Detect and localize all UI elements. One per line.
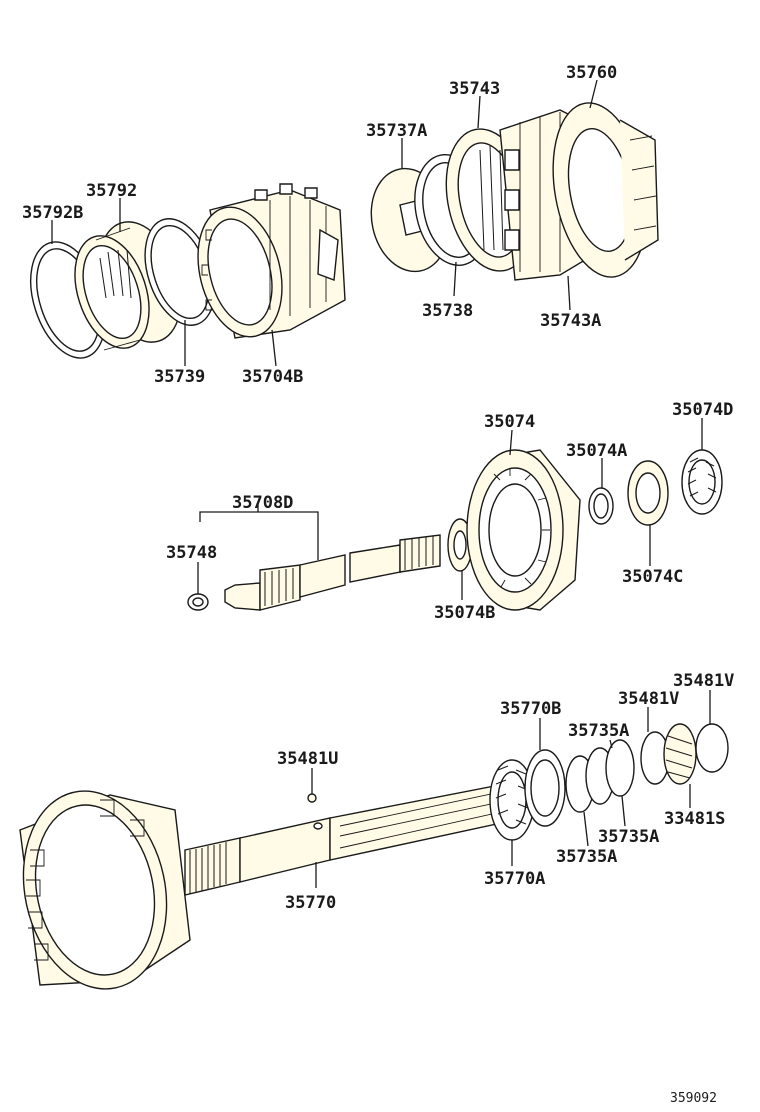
- label-35748: 35748: [166, 543, 217, 563]
- label-35735A-mid: 35735A: [598, 827, 659, 847]
- label-35704B: 35704B: [242, 367, 303, 387]
- label-35792: 35792: [86, 181, 137, 201]
- thrust-washer-35074B: [447, 518, 473, 572]
- label-35481U: 35481U: [277, 749, 338, 769]
- diagram-number: 359092: [670, 1091, 717, 1106]
- label-35770: 35770: [285, 893, 336, 913]
- label-35074A: 35074A: [566, 441, 627, 461]
- label-35770A: 35770A: [484, 869, 545, 889]
- ring-35739: [144, 218, 216, 326]
- shaft-35770: [184, 781, 516, 896]
- thrust-bearing-35074D: [681, 449, 723, 515]
- output-drum-35770: [19, 790, 191, 990]
- leader-lines: [51, 79, 711, 888]
- shaft-35708D: [224, 534, 441, 611]
- label-35481V-top: 35481V: [673, 671, 734, 691]
- washer-35748: [187, 593, 209, 611]
- label-35760: 35760: [566, 63, 617, 83]
- gear-drum-35760: [552, 102, 659, 278]
- label-35074: 35074: [484, 412, 535, 432]
- thrust-bearing-35770A: [489, 759, 535, 841]
- washer-35770B: [524, 749, 566, 827]
- label-35708D: 35708D: [232, 493, 293, 513]
- label-35738: 35738: [422, 301, 473, 321]
- label-35743: 35743: [449, 79, 500, 99]
- rings-35735A: [565, 739, 635, 813]
- washer-35074C: [627, 460, 669, 526]
- label-35735A-low: 35735A: [556, 847, 617, 867]
- clutch-hub-35792: [74, 221, 182, 351]
- label-35074B: 35074B: [434, 603, 495, 623]
- label-35735A-top: 35735A: [568, 721, 629, 741]
- label-33481S: 33481S: [664, 809, 725, 829]
- clutch-drum-35704B: [197, 183, 346, 339]
- label-35743A: 35743A: [540, 311, 601, 331]
- label-35739: 35739: [154, 367, 205, 387]
- spring-33481S: [663, 723, 697, 785]
- ball-35481U: [307, 793, 317, 803]
- label-35792B: 35792B: [22, 203, 83, 223]
- label-35074D: 35074D: [672, 400, 733, 420]
- label-35074C: 35074C: [622, 567, 683, 587]
- seal-rings-35481V: [640, 723, 729, 785]
- label-35770B: 35770B: [500, 699, 561, 719]
- part-labels: 35760 35743 35737A 35792 35792B 35738 35…: [22, 63, 734, 913]
- label-35737A: 35737A: [366, 121, 427, 141]
- ring-gear-35074: [466, 449, 581, 611]
- label-35481V: 35481V: [618, 689, 679, 709]
- ring-35074A: [588, 487, 614, 525]
